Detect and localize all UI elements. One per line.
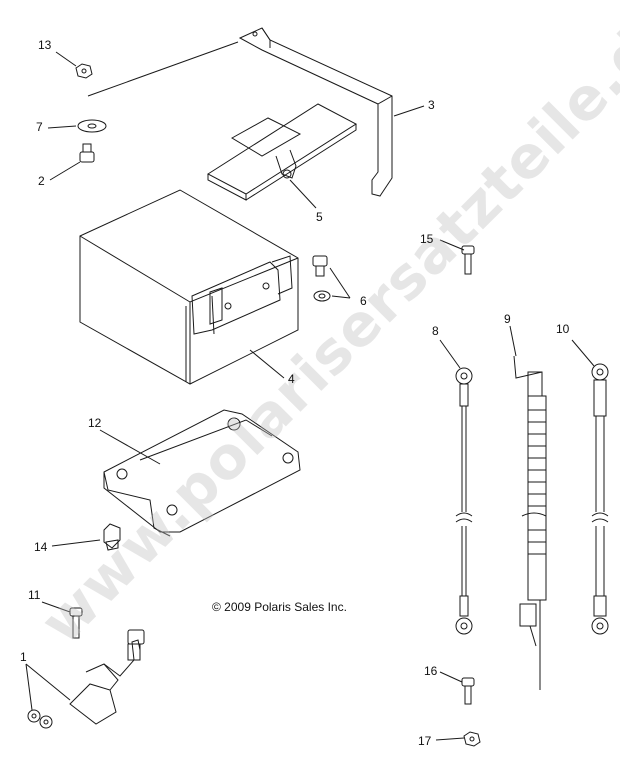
part-4-battery bbox=[80, 190, 298, 384]
callout-7: 7 bbox=[36, 120, 43, 134]
part-6-hardware bbox=[313, 256, 330, 301]
part-15-bolt bbox=[462, 246, 474, 274]
part-2-bolt bbox=[80, 144, 94, 162]
part-10-cable bbox=[592, 364, 608, 634]
callout-4: 4 bbox=[288, 372, 295, 386]
part-9-harness bbox=[514, 356, 546, 690]
part-3-bracket bbox=[88, 28, 392, 196]
callout-8: 8 bbox=[432, 324, 439, 338]
part-12-tray bbox=[104, 410, 300, 536]
callout-14: 14 bbox=[34, 540, 48, 554]
callout-16: 16 bbox=[424, 664, 438, 678]
part-1-solenoid bbox=[28, 630, 144, 728]
callout-17: 17 bbox=[418, 734, 432, 748]
part-13-nut bbox=[76, 64, 92, 78]
callout-13: 13 bbox=[38, 38, 52, 52]
callout-6: 6 bbox=[360, 294, 367, 308]
callout-5: 5 bbox=[316, 210, 323, 224]
callout-1: 1 bbox=[20, 650, 27, 664]
part-14-rivet bbox=[104, 524, 120, 550]
part-5-strap bbox=[208, 104, 356, 200]
callout-11: 11 bbox=[28, 588, 41, 602]
leader-lines bbox=[26, 52, 594, 740]
callout-12: 12 bbox=[88, 416, 102, 430]
callout-3: 3 bbox=[428, 98, 435, 112]
callout-9: 9 bbox=[504, 312, 511, 326]
copyright-text: © 2009 Polaris Sales Inc. bbox=[212, 600, 347, 614]
part-16-bolt bbox=[462, 678, 474, 704]
part-11-bolt bbox=[70, 608, 82, 638]
part-17-nut bbox=[464, 732, 480, 746]
callout-2: 2 bbox=[38, 174, 45, 188]
callout-10: 10 bbox=[556, 322, 570, 336]
part-7-washer bbox=[78, 120, 106, 132]
part-8-cable bbox=[456, 368, 472, 634]
callout-15: 15 bbox=[420, 232, 434, 246]
